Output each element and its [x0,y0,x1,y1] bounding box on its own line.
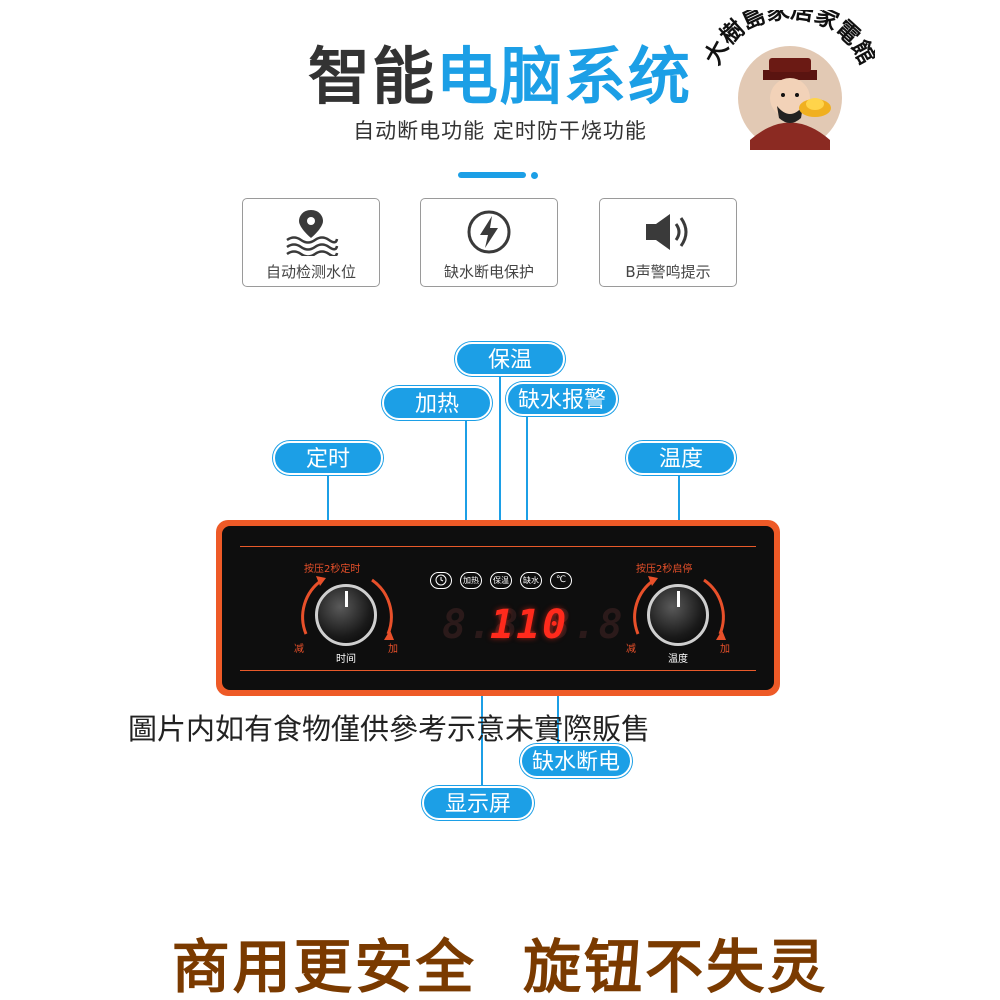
feature-label: 缺水断电保护 [443,263,534,281]
keep-warm-button[interactable]: 保温 [490,572,512,589]
callout-low-water-alarm: 缺水报警 [506,382,618,416]
temperature-knob-label: 温度 [668,654,688,665]
disclaimer-text: 圖片内如有食物僅供參考示意未實際販售 [128,712,651,746]
title-dark-part: 智能 [307,40,436,113]
timer-knob-label: 时间 [336,654,356,665]
knob-pointer [345,591,348,607]
subtitle: 自动断电功能 定时防干烧功能 [353,119,647,143]
panel-bottom-line [240,670,756,671]
temperature-knob-hint: 按压2秒启停 [636,564,693,575]
callout-timer: 定时 [273,441,383,475]
timer-knob-hint: 按压2秒定时 [304,564,361,575]
timer-knob[interactable] [315,584,377,646]
callout-heating: 加热 [382,386,492,420]
feature-low-water-cutoff: 缺水断电保护 [420,198,558,287]
divider-bar [458,172,526,178]
control-panel-face: 按压2秒定时 减 加 时间 加热 保温 缺水 ℃ 8.8.8.8 110 [222,526,774,690]
timer-minus-label: 减 [294,644,304,655]
timer-plus-label: 加 [388,644,398,655]
title-blue-part: 电脑系统 [436,40,693,113]
callout-keep-warm: 保温 [455,342,565,376]
feature-label: B声警鸣提示 [625,263,711,281]
feature-buzzer-alert: B声警鸣提示 [599,198,737,287]
timer-button[interactable] [430,572,452,589]
leader-line-heating [465,418,467,558]
temperature-knob[interactable] [647,584,709,646]
celsius-button[interactable]: ℃ [550,572,572,589]
temperature-knob-group: 按压2秒启停 减 加 温度 [614,554,744,669]
lightning-icon [421,207,557,257]
feature-water-level: 自动检测水位 [242,198,380,287]
speaker-icon [600,207,736,257]
callout-low-water-cutoff: 缺水断电 [520,744,632,778]
slogan: 商用更安全 旋钮不失灵 [171,933,829,1000]
heating-button[interactable]: 加热 [460,572,482,589]
panel-top-line [240,546,756,547]
leader-line-display [481,628,483,788]
knob-pointer [677,591,680,607]
temperature-plus-label: 加 [720,644,730,655]
display-ghost-segments: 8.8.8.8 [442,602,625,648]
callout-display: 显示屏 [422,786,534,820]
leader-line-keep-warm [499,374,501,558]
control-panel: 按压2秒定时 减 加 时间 加热 保温 缺水 ℃ 8.8.8.8 110 [216,520,780,696]
feature-label: 自动检测水位 [265,263,356,281]
temperature-minus-label: 减 [626,644,636,655]
led-display: 8.8.8.8 110 [442,602,623,648]
page-title: 智能电脑系统 [0,38,1000,116]
shop-seal-logo: 大樹島家居家電館 [699,0,881,160]
divider-dot [531,172,538,179]
callout-temperature: 温度 [626,441,736,475]
clock-icon [435,574,447,586]
timer-knob-group: 按压2秒定时 减 加 时间 [282,554,412,669]
leader-line-low-water-alarm [526,414,528,558]
display-value: 110 [490,602,569,648]
low-water-button[interactable]: 缺水 [520,572,542,589]
water-level-icon [243,207,379,257]
